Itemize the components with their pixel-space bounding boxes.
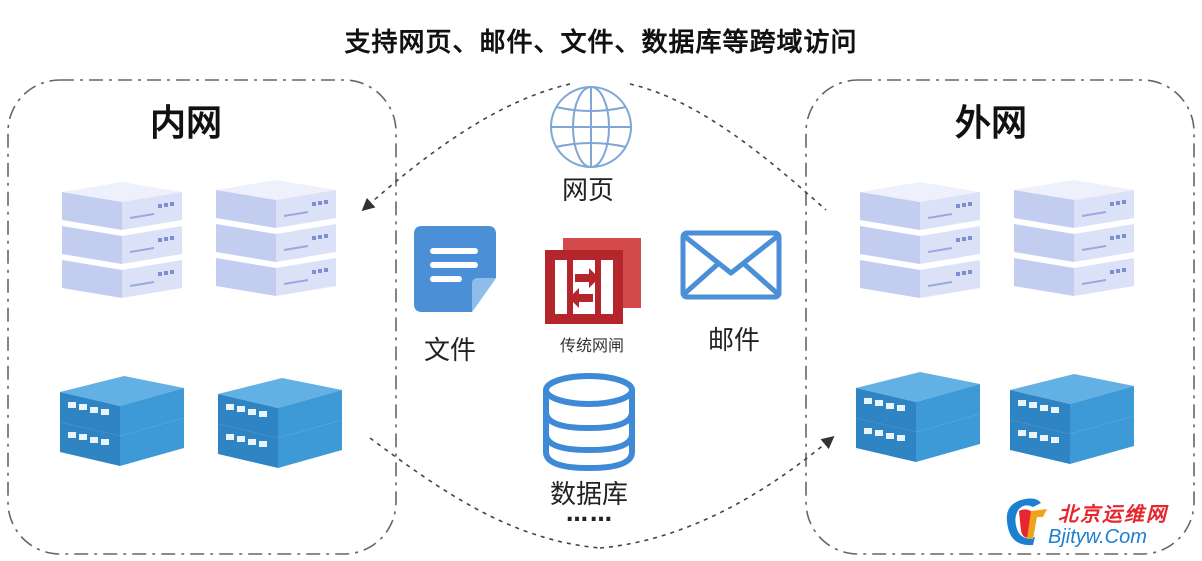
switch-icon [856, 372, 980, 462]
watermark-en: Bjityw.Com [1048, 526, 1147, 548]
inner-zone-box [7, 79, 397, 555]
mail-label: 邮件 [708, 326, 761, 356]
server-icon [215, 179, 337, 297]
arrow-from-top [629, 83, 827, 211]
diagram-title: 支持网页、邮件、文件、数据库等跨域访问 [344, 28, 858, 58]
gateway-label: 传统网闸 [560, 336, 625, 355]
database-icon [543, 373, 635, 472]
switch-icon [60, 376, 184, 466]
arrow-to-inner [361, 83, 571, 212]
more-ellipsis: …… [566, 502, 614, 527]
server-icon [62, 182, 182, 298]
arrow-to-outer [599, 435, 835, 549]
server-icon [1013, 179, 1135, 297]
globe-icon [550, 86, 632, 168]
envelope-icon [680, 230, 782, 300]
gateway-icon [545, 238, 641, 324]
file-label: 文件 [424, 336, 477, 366]
server-icon [859, 181, 981, 299]
outer-zone-box [805, 79, 1195, 555]
switch-icon [218, 378, 342, 468]
web-label: 网页 [562, 176, 615, 206]
switch-icon [1010, 374, 1134, 464]
watermark-logo-icon [1006, 498, 1047, 546]
outer-network-label: 外网 [955, 103, 1028, 144]
inner-network-label: 内网 [150, 103, 223, 144]
arrow-from-inner-bottom [369, 437, 601, 549]
database-label: 数据库 [550, 480, 629, 510]
watermark-cn: 北京运维网 [1058, 502, 1168, 526]
document-icon [414, 226, 496, 312]
